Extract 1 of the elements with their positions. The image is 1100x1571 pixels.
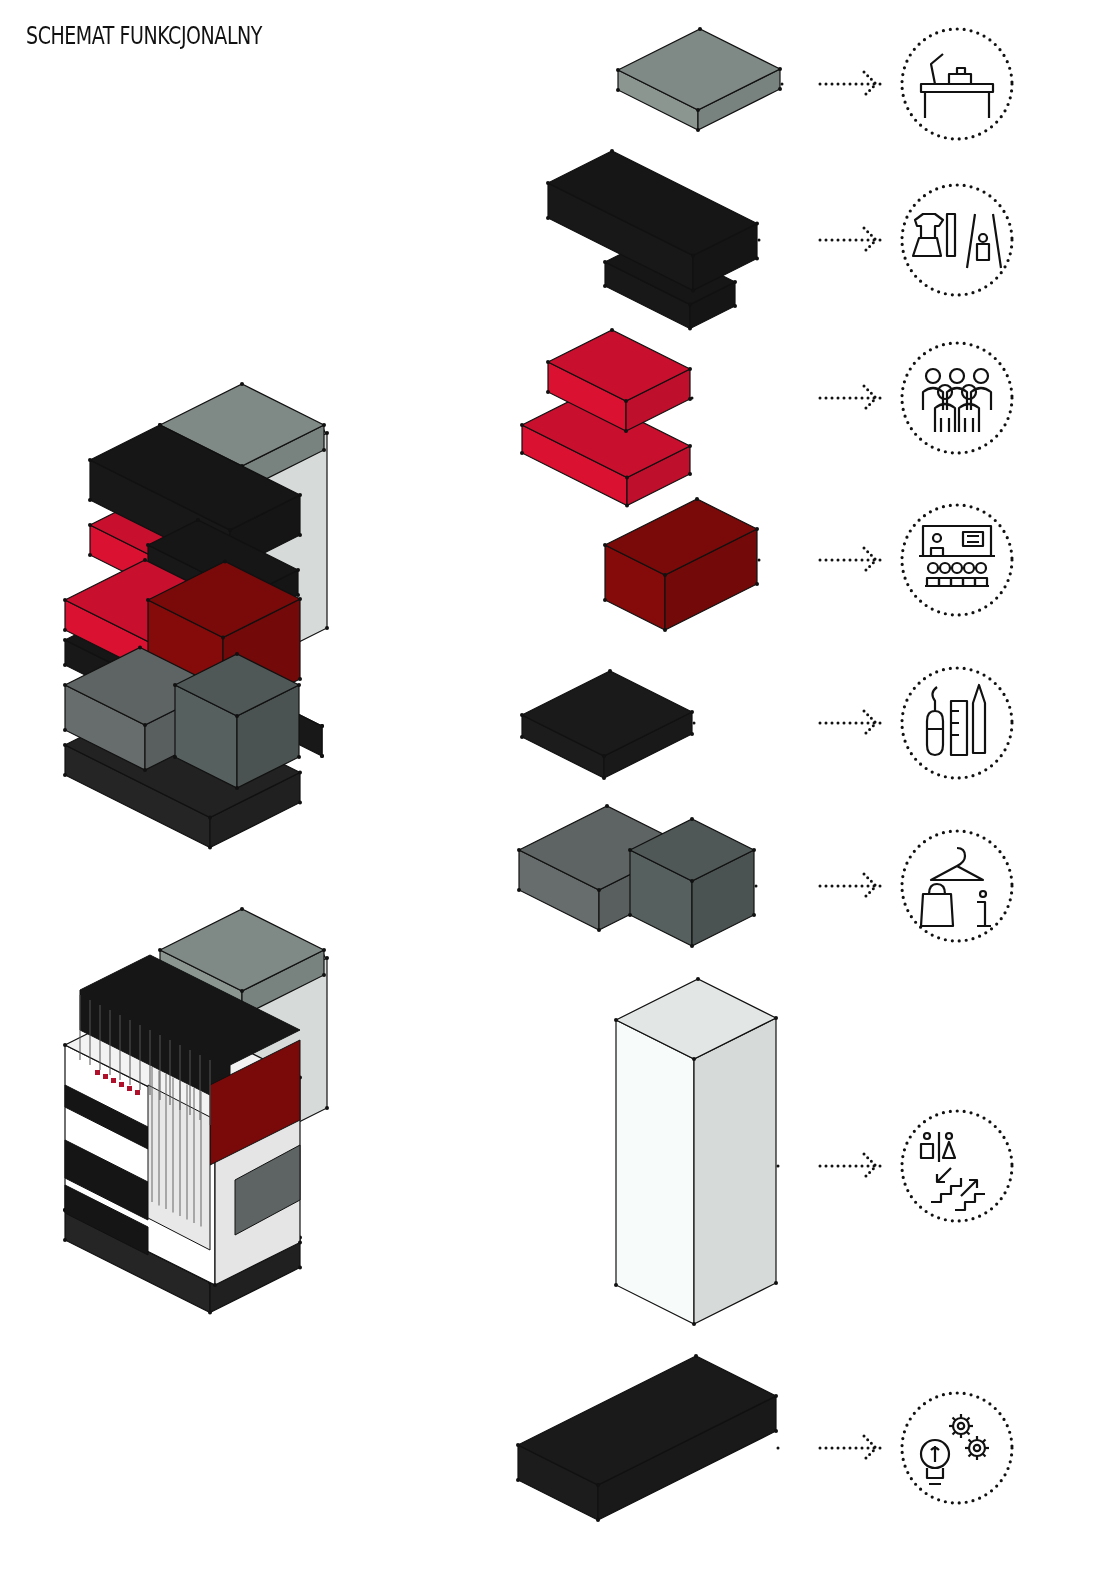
diagram-title: SCHEMAT FUNKCJONALNY bbox=[26, 22, 262, 50]
